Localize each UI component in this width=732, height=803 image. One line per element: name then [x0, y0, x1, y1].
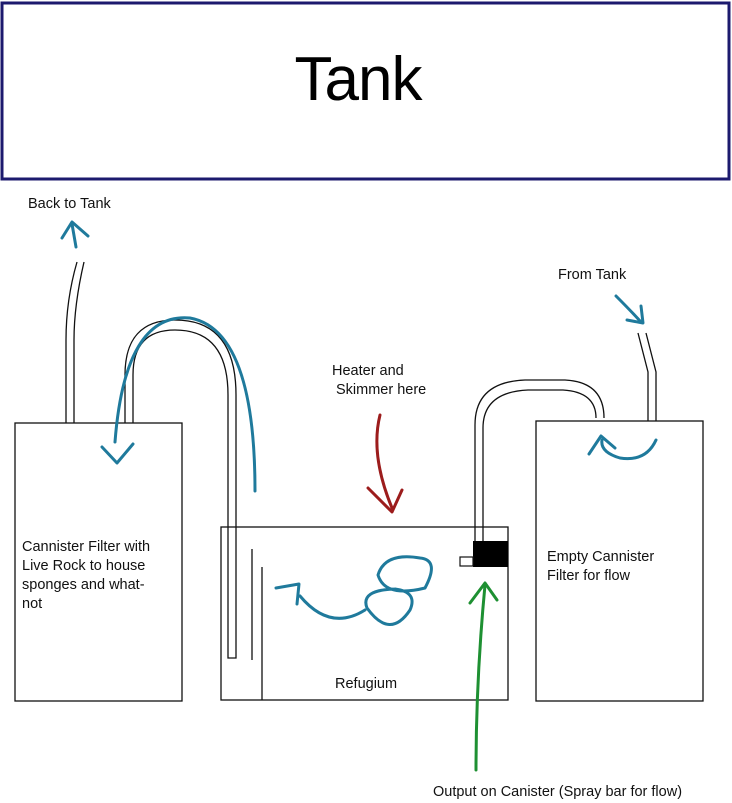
heater-label-line2: Skimmer here: [336, 382, 427, 398]
refugium-box: [220, 526, 509, 701]
hose-left-to-refugium: [124, 319, 237, 659]
left-filter-label-line2: Live Rock to house: [22, 558, 146, 574]
from-tank-arrowhead: [625, 304, 645, 325]
left-filter-label-line1: Cannister Filter with: [22, 539, 151, 555]
back-to-tank-label: Back to Tank: [28, 196, 111, 212]
heater-arrow: [366, 413, 404, 514]
spray-bar-nozzle: [459, 556, 474, 567]
output-arrow: [468, 581, 499, 772]
refugium-swirl-arrow: [298, 594, 367, 620]
refugium-label: Refugium: [335, 676, 398, 692]
heater-label-line1: Heater and: [332, 363, 404, 379]
refugium-to-left-filter-arrowhead: [100, 442, 135, 465]
flow-arrows: [60, 220, 658, 626]
refugium-loop-arrow: [364, 555, 433, 626]
refugium-to-left-filter-arrow: [113, 316, 257, 493]
from-tank-arrow: [614, 294, 643, 324]
return-pipe-left: [65, 261, 85, 423]
hose-pump-to-right-filter: [474, 379, 605, 541]
output-label: Output on Canister (Spray bar for flow): [433, 784, 683, 800]
from-tank-label: From Tank: [558, 267, 627, 283]
pump-block: [473, 541, 508, 567]
back-to-tank-arrowhead: [60, 220, 90, 240]
right-filter-label-line1: Empty Cannister: [547, 549, 655, 565]
tank-title: Tank: [294, 45, 423, 114]
left-filter-label-line3: sponges and what-: [22, 577, 145, 593]
right-cannister-filter: [535, 420, 704, 702]
tank-box: [0, 1, 731, 181]
right-filter-return-arrow: [600, 438, 658, 461]
intake-pipe-right: [637, 332, 657, 421]
back-to-tank-arrow: [70, 222, 78, 249]
left-cannister-filter: [14, 422, 183, 702]
right-filter-return-arrowhead: [587, 434, 617, 456]
left-filter-label-line4: not: [22, 596, 43, 612]
right-filter-label-line2: Filter for flow: [547, 568, 630, 584]
refugium-swirl-arrowhead: [274, 582, 301, 606]
